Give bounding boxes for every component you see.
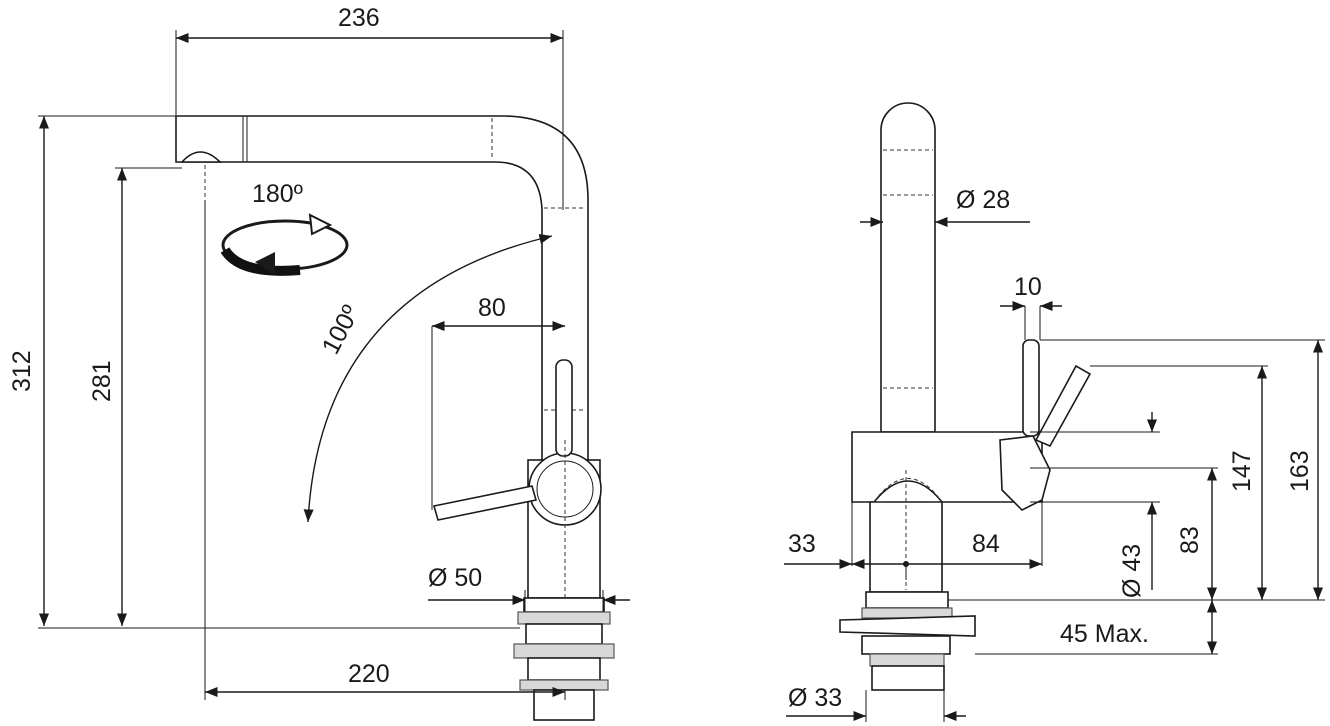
spout-outline (175, 115, 589, 461)
dim-83-label: 83 (1176, 526, 1204, 554)
side-view: 236 180º 80 100º Ø 50 220 312 281 (8, 4, 630, 721)
dim-180-label: 180º (252, 180, 303, 208)
dim-43-label: Ø 43 (1118, 544, 1146, 598)
dim-10-label: 10 (1014, 273, 1042, 301)
dim-281-label: 281 (88, 360, 116, 402)
spout-column (880, 102, 936, 433)
dim-236-label: 236 (338, 4, 380, 32)
rotation-180-icon (220, 213, 349, 276)
dim-312-label: 312 (8, 350, 36, 392)
dim-45-max-label: 45 Max. (1060, 620, 1149, 648)
dim-80-label: 80 (478, 294, 506, 322)
front-view: Ø 28 10 33 84 Ø 43 83 147 163 45 Max. Ø … (784, 102, 1325, 722)
dim-50-label: Ø 50 (428, 564, 482, 592)
dim-163-label: 163 (1286, 450, 1314, 492)
dim-84-label: 84 (972, 530, 1000, 558)
dim-147-label: 147 (1228, 450, 1256, 492)
dim-100-label: 100º (317, 301, 366, 359)
dim-33-left-label: 33 (788, 530, 816, 558)
dim-33-mount-label: Ø 33 (788, 684, 842, 712)
dim-28-label: Ø 28 (956, 186, 1010, 214)
dim-220-label: 220 (348, 660, 390, 688)
